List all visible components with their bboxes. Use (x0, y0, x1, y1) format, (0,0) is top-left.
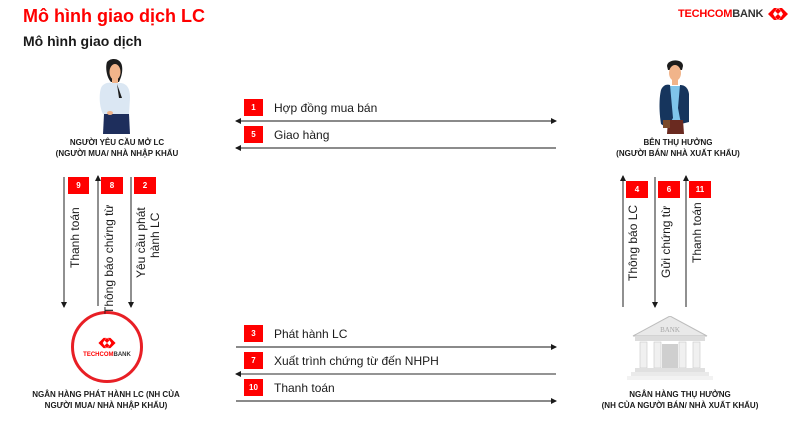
step-badge: 2 (134, 177, 156, 194)
brand-wordmark: TECHCOMBANK (678, 8, 764, 20)
vlabel-request-lc-2: hành LC (148, 212, 162, 258)
flow-label-issue-lc: Phát hành LC (274, 327, 348, 341)
vlabel-request-lc-1: Yêu cầu phát (134, 207, 148, 278)
techcombank-brand: TECHCOMBANK (678, 7, 789, 21)
step-badge: 5 (244, 126, 263, 143)
vlabel-payment-right: Thanh toán (690, 202, 704, 263)
flow-label-present-docs: Xuất trình chứng từ đến NHPH (274, 354, 439, 368)
logo-wordmark: TECHCOMBANK (83, 351, 131, 358)
step-badge: 8 (101, 177, 123, 194)
techcombank-diamond-icon (98, 337, 116, 348)
step-badge: 10 (244, 379, 263, 396)
step-badge: 4 (626, 181, 648, 198)
vlabel-lc-notice: Thông báo LC (626, 204, 640, 281)
step-badge: 11 (689, 181, 711, 198)
step-badge: 1 (244, 99, 263, 116)
issuing-bank-label: NGÂN HÀNG PHÁT HÀNH LC (NH CỦA NGƯỜI MUA… (32, 390, 180, 410)
step-badge: 6 (658, 181, 680, 198)
page-subtitle: Mô hình giao dịch (23, 33, 142, 49)
bank-building-icon: BANK (627, 316, 713, 380)
vlabel-send-docs: Gửi chứng từ (659, 205, 673, 278)
flow-label-delivery: Giao hàng (274, 128, 330, 142)
techcombank-diamond-icon (768, 8, 789, 20)
advising-bank-label: NGÂN HÀNG THỤ HƯỞNG (NH CỦA NGƯỜI BÁN/ N… (601, 390, 759, 410)
vlabel-payment-left: Thanh toán (68, 207, 82, 268)
step-badge: 7 (244, 352, 263, 369)
woman-figure-icon (99, 58, 130, 134)
vlabel-doc-notice: Thông báo chứng từ (102, 204, 116, 314)
beneficiary-label: BÊN THỤ HƯỞNG (NGƯỜI BÁN/ NHÀ XUẤT KHẨU) (616, 138, 740, 158)
applicant-label: NGƯỜI YÊU CẦU MỞ LC (NGƯỜI MUA/ NHÀ NHẬP… (55, 138, 179, 158)
step-badge: 3 (244, 325, 263, 342)
page-title: Mô hình giao dịch LC (23, 6, 205, 26)
svg-text:BANK: BANK (660, 326, 680, 334)
step-badge: 9 (68, 177, 89, 194)
man-figure-icon (659, 60, 689, 134)
flow-label-contract: Hợp đồng mua bán (274, 101, 378, 115)
techcombank-logo-icon: TECHCOMBANK (71, 311, 143, 383)
flow-label-payment: Thanh toán (274, 381, 335, 395)
